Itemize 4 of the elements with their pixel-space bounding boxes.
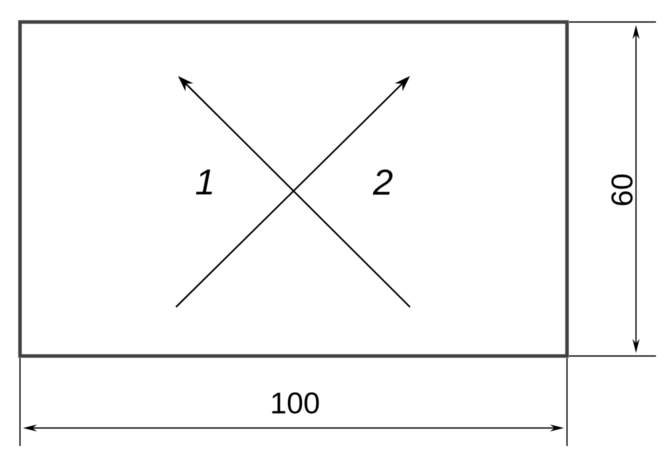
direction-number: 1 (196, 170, 212, 194)
direction-number: 2 (372, 169, 392, 195)
dimension-label: 60 (611, 174, 633, 206)
dimension-label: 100 (272, 392, 319, 414)
